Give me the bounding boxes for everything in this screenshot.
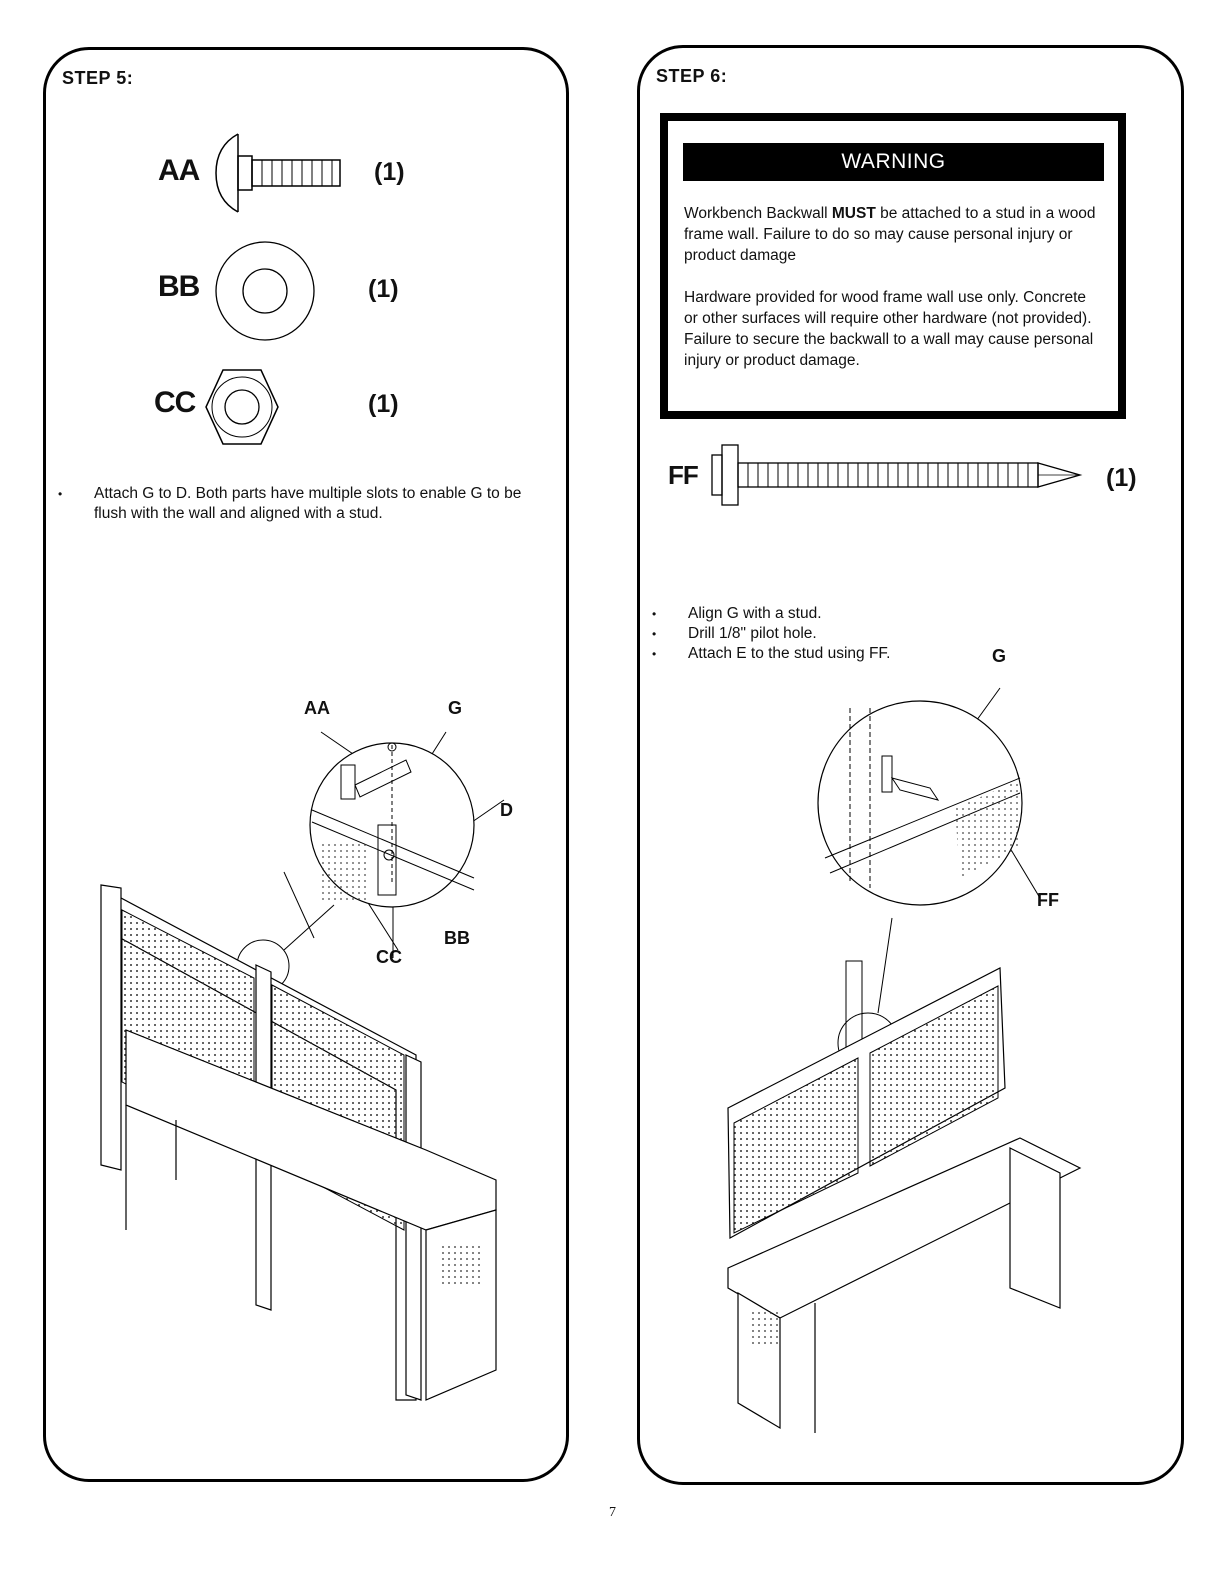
carriage-bolt-icon [215, 133, 341, 213]
warning-text: Workbench Backwall [684, 205, 832, 222]
callout-aa: AA [304, 698, 330, 718]
step-5-panel: STEP 5: AA (1) BB (1) CC (1) Attach G to… [43, 47, 569, 1482]
instruction-item: Drill 1/8" pilot hole. [652, 624, 1012, 644]
callout-cc: CC [376, 947, 402, 967]
washer-icon [215, 241, 315, 341]
part-qty-cc: (1) [368, 390, 399, 418]
warning-heading: WARNING [683, 143, 1104, 181]
page-number: 7 [609, 1505, 616, 1520]
warning-paragraph-1: Workbench Backwall MUST be attached to a… [684, 203, 1102, 266]
part-qty-aa: (1) [374, 158, 405, 186]
warning-emphasis: MUST [831, 205, 876, 222]
callout-ff: FF [1037, 890, 1059, 910]
warning-box: WARNING Workbench Backwall MUST be attac… [660, 113, 1126, 419]
part-label-cc: CC [154, 386, 196, 419]
step-5-instructions: Attach G to D. Both parts have multiple … [58, 484, 548, 524]
callout-g: G [448, 698, 463, 718]
instruction-item: Attach E to the stud using FF. [652, 644, 1012, 664]
part-qty-ff: (1) [1106, 464, 1137, 492]
step-5-title: STEP 5: [62, 68, 134, 88]
step-6-panel: STEP 6: WARNING Workbench Backwall MUST … [637, 45, 1184, 1485]
workbench-wall-mount-illustration [727, 687, 1082, 1433]
part-qty-bb: (1) [368, 275, 399, 303]
step-6-title: STEP 6: [656, 66, 728, 86]
callout-g: G [992, 646, 1007, 666]
hex-nut-icon [205, 369, 279, 445]
warning-text: be attached to a stud in a wood frame wa… [684, 205, 1096, 264]
lag-screw-icon [711, 444, 1083, 506]
part-label-aa: AA [158, 154, 200, 187]
instruction-item: Attach G to D. Both parts have multiple … [58, 484, 548, 524]
step-6-instructions: Align G with a stud. Drill 1/8" pilot ho… [652, 604, 1012, 664]
warning-paragraph-2: Hardware provided for wood frame wall us… [684, 289, 1094, 369]
part-label-bb: BB [158, 270, 200, 303]
instruction-item: Align G with a stud. [652, 604, 1012, 624]
part-label-ff: FF [668, 460, 699, 490]
callout-bb: BB [444, 928, 470, 948]
callout-d: D [500, 800, 513, 820]
workbench-assembly-illustration [100, 731, 505, 1401]
